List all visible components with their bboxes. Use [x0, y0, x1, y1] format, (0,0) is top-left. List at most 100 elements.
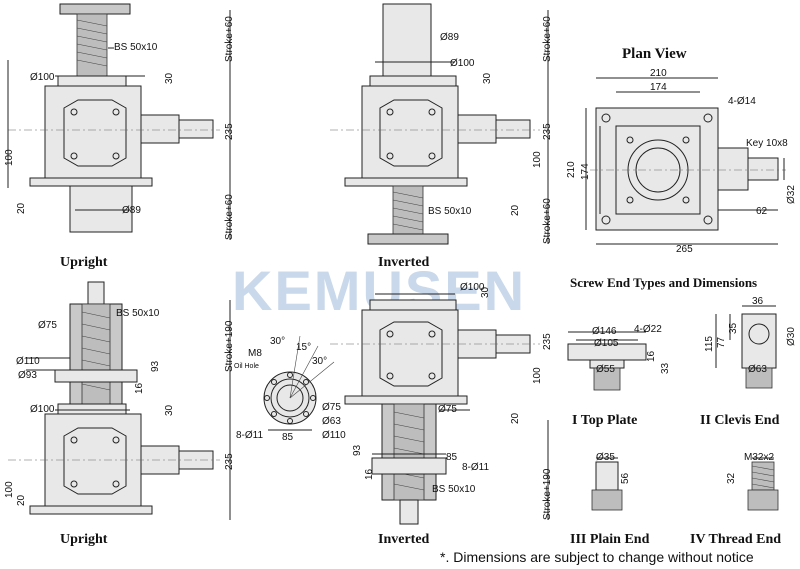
dim-d89-inverted-top: Ø89 [440, 32, 459, 43]
dim-d89-upright-top: Ø89 [122, 205, 141, 216]
caption-clevis-end: II Clevis End [700, 413, 780, 428]
inverted-bottom-view: Ø100 30 235 100 20 Ø75 93 16 85 8-Ø11 BS… [330, 282, 553, 547]
top-plate-end: Ø146 Ø105 4-Ø22 16 33 Ø55 I Top Plate [567, 324, 671, 428]
dim-85-inverted-bottom: 85 [446, 452, 458, 463]
dim-m8: M8 [248, 348, 262, 359]
dim-20-upright-bottom: 20 [16, 494, 27, 506]
caption-upright-bottom: Upright [60, 532, 108, 547]
dim-stroke60-inverted-top-a: Stroke+60 [542, 16, 553, 62]
screw-end-types: Screw End Types and Dimensions Ø146 Ø105… [567, 275, 797, 547]
dim-16-upright-bottom: 16 [134, 382, 145, 394]
dim-30-upright-bottom: 30 [164, 404, 175, 416]
dim-35-clevis: 35 [728, 322, 739, 334]
dim-bs-inverted-top: BS 50x10 [428, 206, 472, 217]
dim-stroke190-inverted-bottom: Stroke+190 [542, 468, 553, 520]
dim-210-plan-side: 210 [566, 161, 577, 178]
dim-angle15: 15° [296, 342, 311, 353]
dim-d75-flange: Ø75 [322, 402, 341, 413]
dim-d100-inverted-top: Ø100 [450, 58, 475, 69]
dim-4d22: 4-Ø22 [634, 324, 662, 335]
dim-33-top-plate: 33 [660, 362, 671, 374]
dim-key-plan: Key 10x8 [746, 138, 788, 149]
dim-20-upright-top: 20 [16, 202, 27, 214]
dim-d63-flange: Ø63 [322, 416, 341, 427]
clevis-end: 36 35 77 115 Ø30 Ø63 II Clevis End [700, 296, 797, 428]
dim-d100-upright-bottom: Ø100 [30, 404, 55, 415]
dim-d35-plain: Ø35 [596, 452, 615, 463]
dim-235-upright-bottom: 235 [224, 453, 235, 470]
dim-235-inverted-bottom: 235 [542, 333, 553, 350]
dim-stroke60-inverted-top-b: Stroke+60 [542, 198, 553, 244]
dim-16-top-plate: 16 [646, 350, 657, 362]
upright-top-view: BS 50x10 Ø100 Ø89 30 235 100 20 Stroke+6… [4, 3, 235, 270]
caption-top-plate: I Top Plate [572, 413, 637, 428]
dim-d32-plan: Ø32 [786, 185, 797, 204]
dim-16-inverted-bottom: 16 [364, 468, 375, 480]
dim-d75-upright-bottom: Ø75 [38, 320, 57, 331]
dim-32-thread: 32 [726, 472, 737, 484]
dim-93-inverted-bottom: 93 [352, 444, 363, 456]
dim-4d14-plan: 4-Ø14 [728, 96, 756, 107]
screw-end-title: Screw End Types and Dimensions [570, 275, 757, 290]
dim-angle30-a: 30° [270, 336, 285, 347]
dim-8d11-inverted-bottom: 8-Ø11 [462, 462, 489, 473]
upright-bottom-view: BS 50x10 Ø75 Ø110 Ø93 Ø100 93 16 30 Stro… [4, 281, 235, 547]
dim-100-upright-top: 100 [4, 149, 15, 166]
dim-d110-upright-bottom: Ø110 [16, 356, 40, 367]
dim-77-clevis: 77 [716, 336, 727, 348]
dim-d55: Ø55 [596, 364, 615, 375]
dim-stroke60-upright-top-b: Stroke+60 [224, 194, 235, 240]
dim-30-upright-top: 30 [164, 72, 175, 84]
plan-view: Plan View 210 174 4-Ø14 Key 10x8 210 174… [566, 46, 797, 255]
caption-inverted-bottom: Inverted [378, 532, 430, 547]
dim-d105: Ø105 [594, 338, 619, 349]
flange-detail: 30° 15° 30° M8 Oil Hole Ø75 Ø63 Ø110 8-Ø… [234, 335, 346, 443]
dim-d63-clevis: Ø63 [748, 364, 767, 375]
dim-210-plan-top: 210 [650, 68, 667, 79]
dim-100-inverted-top: 100 [532, 151, 543, 168]
inverted-top-view: Ø89 Ø100 BS 50x10 30 235 100 20 Stroke+6… [330, 3, 553, 270]
dim-d110-flange: Ø110 [322, 430, 346, 441]
dim-stroke60-upright-top-a: Stroke+60 [224, 16, 235, 62]
dim-20-inverted-top: 20 [510, 204, 521, 216]
dim-d93-upright-bottom: Ø93 [18, 370, 37, 381]
dim-m32: M32x2 [744, 452, 774, 463]
caption-plan-view: Plan View [622, 46, 687, 62]
dim-stroke190-upright-bottom: Stroke+190 [224, 320, 235, 372]
dim-93-upright-bottom: 93 [150, 360, 161, 372]
dim-115-clevis: 115 [704, 336, 715, 352]
dim-62-plan: 62 [756, 206, 768, 217]
dim-265-plan: 265 [676, 244, 693, 255]
dim-bs-upright-top: BS 50x10 [114, 42, 158, 53]
caption-thread-end: IV Thread End [690, 532, 781, 547]
dim-85-flange: 85 [282, 432, 294, 443]
dim-d30-clevis: Ø30 [786, 327, 797, 346]
dim-d146: Ø146 [592, 326, 617, 337]
caption-inverted-top: Inverted [378, 255, 430, 270]
dim-30-inverted-bottom: 30 [480, 286, 491, 298]
dim-235-inverted-top: 235 [542, 123, 553, 140]
plain-end: Ø35 56 III Plain End [570, 452, 650, 547]
dim-100-upright-bottom: 100 [4, 481, 15, 498]
dim-bs-upright-bottom: BS 50x10 [116, 308, 160, 319]
dim-30-inverted-top: 30 [482, 72, 493, 84]
dim-174-plan-top: 174 [650, 82, 667, 93]
thread-end: M32x2 32 IV Thread End [690, 452, 781, 547]
dim-100-inverted-bottom: 100 [532, 367, 543, 384]
dim-bs-inverted-bottom: BS 50x10 [432, 484, 476, 495]
dim-174-plan-side: 174 [580, 163, 591, 180]
caption-upright-top: Upright [60, 255, 108, 270]
dim-d100-inverted-bottom: Ø100 [460, 282, 485, 293]
dim-d75-inverted-bottom: Ø75 [438, 404, 457, 415]
dim-8d11-flange: 8-Ø11 [236, 430, 263, 441]
dim-235-upright-top: 235 [224, 123, 235, 140]
dim-d100-upright-top: Ø100 [30, 72, 55, 83]
dim-oil-hole: Oil Hole [234, 363, 259, 370]
dim-56-plain: 56 [620, 472, 631, 484]
disclaimer-note: *. Dimensions are subject to change with… [440, 549, 754, 565]
dim-20-inverted-bottom: 20 [510, 412, 521, 424]
caption-plain-end: III Plain End [570, 532, 650, 547]
dim-angle30-b: 30° [312, 356, 327, 367]
dim-36-clevis: 36 [752, 296, 764, 307]
